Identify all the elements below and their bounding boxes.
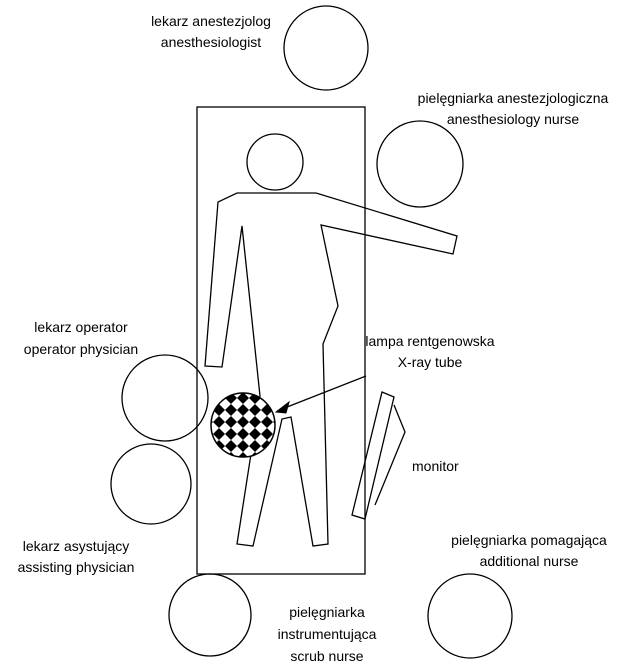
assisting-physician-circle: [111, 444, 191, 524]
label-assisting-physician-en: assisting physician: [18, 559, 135, 575]
operating-table: [197, 107, 365, 574]
label-anesthesiology-nurse-en: anesthesiology nurse: [447, 111, 580, 127]
label-scrub-nurse-pl1: pielęgniarka: [289, 604, 365, 620]
additional-nurse-circle: [428, 574, 512, 658]
label-anesthesiologist-pl: lekarz anestezjolog: [151, 13, 271, 29]
label-additional-nurse-pl: pielęgniarka pomagająca: [451, 532, 607, 548]
label-operator-physician-en: operator physician: [24, 341, 138, 357]
label-additional-nurse-en: additional nurse: [480, 553, 579, 569]
label-assisting-physician-pl: lekarz asystujący: [23, 538, 130, 554]
anesthesiology-nurse-circle: [377, 121, 463, 207]
label-scrub-nurse-en: scrub nurse: [290, 648, 363, 664]
label-anesthesiology-nurse-pl: pielęgniarka anestezjologiczna: [418, 90, 609, 106]
label-xray-tube-en: X-ray tube: [398, 354, 463, 370]
label-operator-physician-pl: lekarz operator: [34, 319, 128, 335]
anesthesiologist-circle: [284, 6, 368, 90]
monitor-back: [375, 405, 405, 505]
xray-tube-icon: [211, 393, 275, 457]
patient-head: [247, 134, 303, 190]
scrub-nurse-circle: [169, 574, 251, 656]
label-scrub-nurse-pl2: instrumentująca: [278, 626, 377, 642]
monitor-screen: [352, 392, 394, 519]
xray-arrow-head-icon: [276, 402, 289, 413]
label-monitor: monitor: [412, 458, 459, 474]
label-xray-tube-pl: lampa rentgenowska: [365, 333, 494, 349]
operator-physician-circle: [122, 355, 208, 441]
label-anesthesiologist-en: anesthesiologist: [161, 34, 262, 50]
